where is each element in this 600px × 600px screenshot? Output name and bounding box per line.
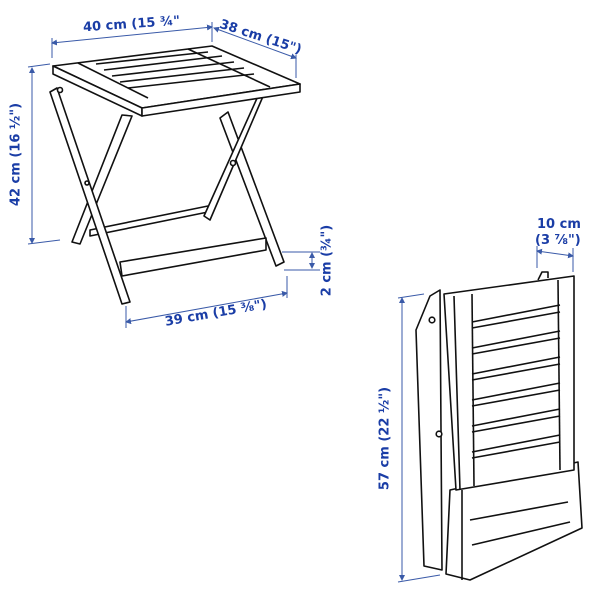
height-label: 42 cm (16 ½") — [8, 102, 24, 207]
unfolded-stool-drawing — [49, 45, 301, 305]
folded-dimension-lines — [397, 246, 574, 583]
unfolded-dimension-lines — [27, 22, 320, 328]
folded-thickness-label-line2: (3 ⅞") — [535, 233, 581, 248]
foot-clearance-label: 2 cm (¾") — [319, 224, 335, 297]
folded-stool-drawing — [415, 271, 583, 581]
folded-thickness-label-line1: 10 cm — [537, 217, 581, 232]
folded-height-label: 57 cm (22 ½") — [377, 386, 393, 491]
